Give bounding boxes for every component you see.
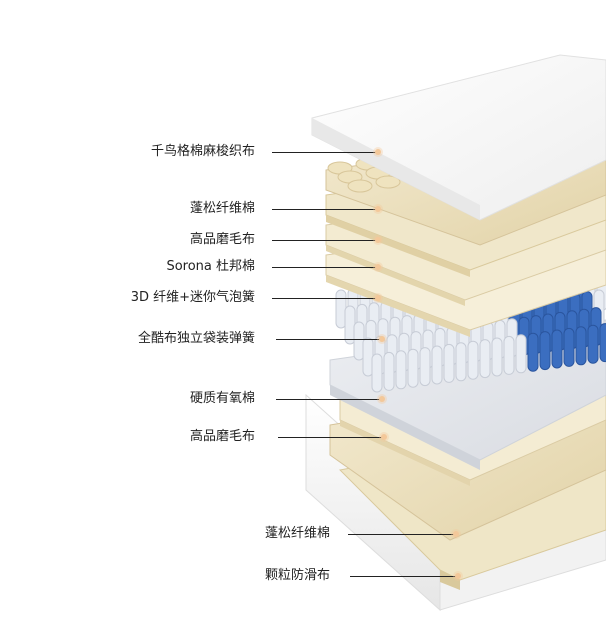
layer-label: 颗粒防滑布	[264, 568, 330, 583]
layer-label: 蓬松纤维棉	[264, 526, 330, 541]
white-pocket-spring	[407, 348, 419, 388]
leader-line	[272, 152, 378, 153]
leader-dot	[453, 531, 459, 537]
leader-line	[272, 298, 378, 299]
leader-dot	[375, 237, 381, 243]
layer-label: 蓬松纤维棉	[189, 201, 255, 216]
white-pocket-spring	[515, 334, 527, 374]
blue-pocket-spring	[599, 323, 606, 363]
white-pocket-spring	[467, 340, 479, 380]
white-pocket-spring	[479, 339, 491, 379]
leader-line	[278, 437, 384, 438]
white-pocket-spring	[371, 353, 383, 393]
leader-line	[272, 240, 378, 241]
white-pocket-spring	[383, 351, 395, 391]
blue-pocket-spring	[527, 332, 539, 372]
white-pocket-spring	[455, 342, 467, 382]
leader-dot	[381, 434, 387, 440]
layer-label: Sorona 杜邦棉	[166, 259, 255, 274]
white-pocket-spring	[491, 337, 503, 377]
white-pocket-spring	[431, 345, 443, 385]
white-pocket-spring	[443, 343, 455, 383]
egg-crate-bump	[375, 175, 401, 189]
leader-line	[276, 399, 382, 400]
layer-label: 千鸟格棉麻梭织布	[150, 144, 255, 159]
leader-line	[350, 576, 458, 577]
white-pocket-spring	[419, 347, 431, 387]
leader-dot	[379, 336, 385, 342]
leader-line	[272, 209, 378, 210]
layer-label: 高品磨毛布	[189, 232, 255, 247]
blue-pocket-spring	[575, 326, 587, 366]
egg-crate-bump	[347, 179, 373, 193]
layer-top-fabric	[311, 54, 606, 221]
layer-label: 全酷布独立袋装弹簧	[137, 331, 255, 346]
leader-line	[276, 339, 382, 340]
white-pocket-spring	[503, 335, 515, 375]
blue-pocket-spring	[587, 324, 599, 364]
leader-dot	[375, 264, 381, 270]
leader-dot	[375, 206, 381, 212]
leader-line	[272, 267, 378, 268]
layer-label: 3D 纤维+迷你气泡簧	[130, 290, 255, 305]
leader-dot	[379, 396, 385, 402]
white-pocket-spring	[395, 350, 407, 390]
leader-dot	[375, 149, 381, 155]
blue-pocket-spring	[539, 331, 551, 371]
layer-label: 硬质有氧棉	[189, 391, 255, 406]
blue-pocket-spring	[551, 329, 563, 369]
layer-label: 高品磨毛布	[189, 429, 255, 444]
leader-line	[348, 534, 456, 535]
leader-dot	[455, 573, 461, 579]
blue-pocket-spring	[563, 327, 575, 367]
leader-dot	[375, 295, 381, 301]
